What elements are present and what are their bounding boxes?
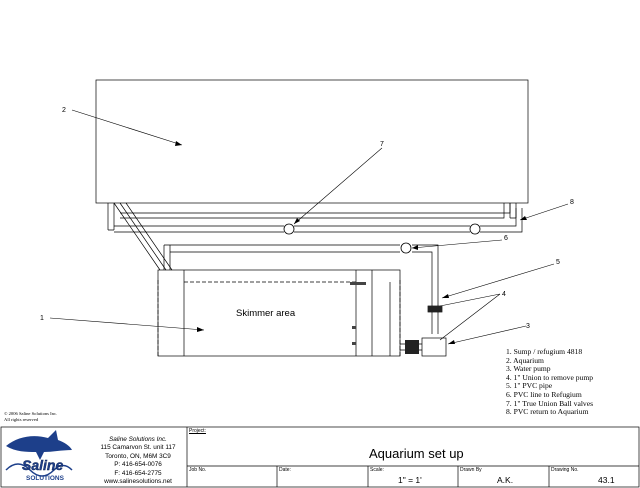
pump-union-nut xyxy=(405,340,419,354)
copyright-notice: © 2006 Saline Solutions Inc. All rights … xyxy=(4,411,57,422)
pvc-line-to-refugium xyxy=(163,244,439,290)
job-no-label: Job No. xyxy=(189,467,207,473)
legend: 1. Sump / refugium 4818 2. Aquarium 3. W… xyxy=(506,347,594,417)
company-fax: F: 416-654-2775 xyxy=(114,469,162,477)
callout-1: 1 xyxy=(40,315,44,322)
legend-item: 3. Water pump xyxy=(506,364,551,374)
legend-item: 5. 1" PVC pipe xyxy=(506,381,553,391)
sump-marker xyxy=(352,326,356,329)
legend-item: 7. 1" True Union Ball valves xyxy=(506,398,594,408)
company-phone: P: 416-654-0076 xyxy=(114,461,162,469)
sump-water-line xyxy=(157,280,401,356)
callout-6: 6 xyxy=(504,235,508,242)
wave-icon xyxy=(5,463,73,477)
arrow-head xyxy=(294,218,300,224)
copyright-line: © 2006 Saline Solutions Inc. xyxy=(4,411,58,416)
callout-5: 5 xyxy=(556,259,560,266)
legend-item: 2. Aquarium xyxy=(506,355,544,365)
arrow-head xyxy=(442,294,449,298)
logo-word-saline: Saline xyxy=(22,457,63,473)
arrow-head xyxy=(520,216,527,220)
title-block xyxy=(0,426,640,488)
arrow-head xyxy=(412,245,418,250)
company-address: 115 Camarvon St. unit 117 xyxy=(100,444,176,452)
pvc-return-line xyxy=(120,203,511,219)
legend-item: 6. PVC line to Refugium xyxy=(506,389,582,399)
sump-grating xyxy=(350,282,366,285)
sump-marker xyxy=(352,342,356,345)
date-label: Date: xyxy=(279,467,291,473)
company-info: Saline Solutions Inc. 115 Camarvon St. u… xyxy=(90,436,186,486)
ball-valve xyxy=(283,223,295,235)
water-pump xyxy=(421,337,447,357)
callout-2: 2 xyxy=(62,107,66,114)
drawn-by-label: Drawn By xyxy=(460,467,482,473)
arrow-head xyxy=(197,327,204,332)
logo-word-solutions: SOLUTIONS xyxy=(26,475,65,482)
drawing-no-value: 43.1 xyxy=(598,475,615,485)
legend-item: 1. Sump / refugium 4818 xyxy=(506,347,583,356)
saline-solutions-logo: Saline SOLUTIONS xyxy=(5,430,73,482)
pvc-line-to-valve xyxy=(114,208,523,233)
company-city: Toronto, ON, M6M 3C9 xyxy=(105,452,171,460)
drawn-by-value: A.K. xyxy=(497,475,514,485)
union-hatch xyxy=(428,306,442,312)
callout-4: 4 xyxy=(502,291,506,298)
arrow-head xyxy=(175,141,182,146)
project-label: Project: xyxy=(189,428,206,434)
leader-lines xyxy=(49,109,569,345)
company-name: Saline Solutions Inc. xyxy=(109,436,167,443)
legend-item: 4. 1" Union to remove pump xyxy=(506,372,594,382)
skimmer-area-label: Skimmer area xyxy=(236,308,296,319)
arrow-head xyxy=(448,340,455,344)
callout-7: 7 xyxy=(380,141,384,148)
shark-icon xyxy=(6,430,72,460)
legend-item: 8. PVC return to Aquarium xyxy=(506,407,589,417)
copyright-line: All rights reserved xyxy=(4,416,39,422)
scale-value: 1" = 1' xyxy=(398,475,422,485)
callout-8: 8 xyxy=(570,199,574,206)
scale-label: Scale: xyxy=(370,467,384,473)
callout-3: 3 xyxy=(526,323,530,330)
drawing-no-label: Drawing No. xyxy=(551,467,579,473)
ball-valve xyxy=(400,242,412,254)
company-website: www.salinesolutions.net xyxy=(104,478,172,486)
aquarium-tank xyxy=(95,79,529,204)
project-title: Aquarium set up xyxy=(369,446,464,461)
ball-valve xyxy=(469,223,481,235)
